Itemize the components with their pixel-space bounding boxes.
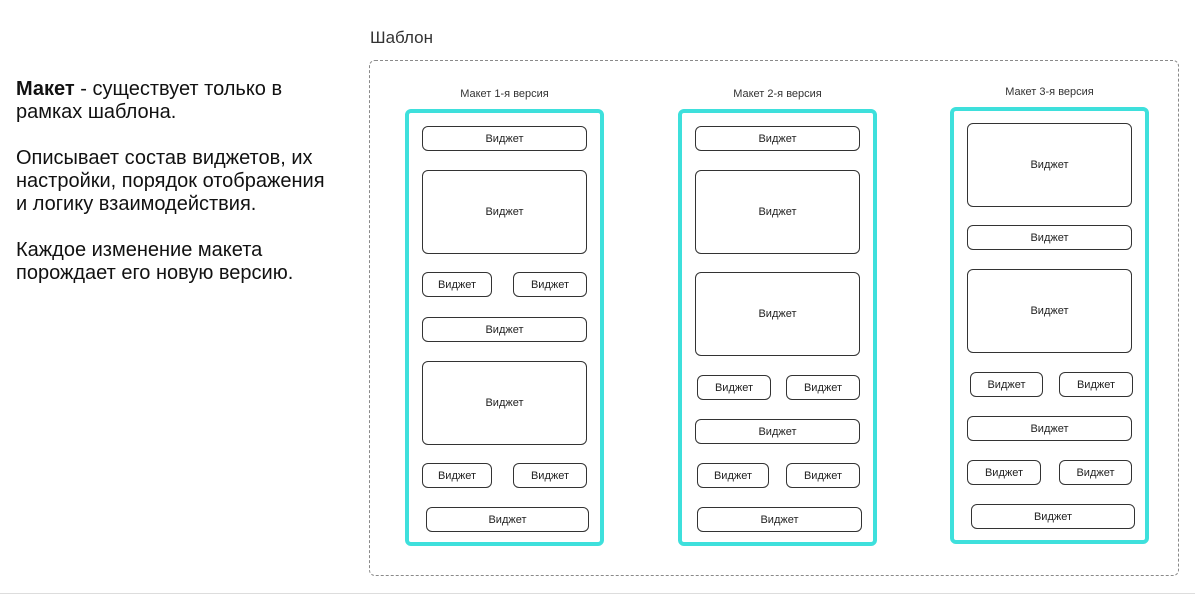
widget-1-6: Виджет — [422, 361, 587, 445]
description-paragraph-2: Описывает состав виджетов, их настройки,… — [16, 147, 325, 215]
layout-version-1-frame — [405, 109, 604, 546]
widget-3-6: Виджет — [967, 416, 1132, 441]
widget-3-2: Виджет — [967, 225, 1132, 250]
widget-2-7: Виджет — [697, 463, 769, 488]
widget-3-1: Виджет — [967, 123, 1132, 207]
layout-version-2-frame — [678, 109, 877, 546]
widget-2-3: Виджет — [695, 272, 860, 356]
widget-2-8: Виджет — [786, 463, 860, 488]
widget-2-5: Виджет — [786, 375, 860, 400]
layout-version-3-label: Макет 3-я версия — [1005, 86, 1094, 98]
widget-2-1: Виджет — [695, 126, 860, 151]
widget-1-5: Виджет — [422, 317, 587, 342]
widget-3-9: Виджет — [971, 504, 1135, 529]
widget-3-5: Виджет — [1059, 372, 1133, 397]
template-title: Шаблон — [370, 28, 433, 47]
layout-version-2-label: Макет 2-я версия — [733, 88, 822, 100]
layout-version-3-frame — [950, 107, 1149, 544]
widget-2-6: Виджет — [695, 419, 860, 444]
layout-version-1-label: Макет 1-я версия — [460, 88, 549, 100]
widget-1-1: Виджет — [422, 126, 587, 151]
widget-1-9: Виджет — [426, 507, 589, 532]
widget-1-2: Виджет — [422, 170, 587, 254]
widget-3-8: Виджет — [1059, 460, 1132, 485]
description: Макет - существует только в рамках шабло… — [16, 78, 336, 308]
widget-1-7: Виджет — [422, 463, 492, 488]
description-paragraph-1: Макет - существует только в рамках шабло… — [16, 78, 336, 124]
widget-3-7: Виджет — [967, 460, 1041, 485]
widget-3-3: Виджет — [967, 269, 1132, 353]
bottom-divider — [0, 593, 1195, 594]
widget-2-4: Виджет — [697, 375, 771, 400]
widget-3-4: Виджет — [970, 372, 1043, 397]
term-layout: Макет — [16, 78, 75, 100]
widget-2-2: Виджет — [695, 170, 860, 254]
widget-1-4: Виджет — [513, 272, 587, 297]
description-paragraph-3: Каждое изменение макета порождает его но… — [16, 239, 294, 284]
template-frame — [369, 60, 1179, 576]
widget-1-3: Виджет — [422, 272, 492, 297]
widget-1-8: Виджет — [513, 463, 587, 488]
description-text-1: - существует только в рамках шаблона. — [16, 78, 283, 123]
widget-2-9: Виджет — [697, 507, 862, 532]
